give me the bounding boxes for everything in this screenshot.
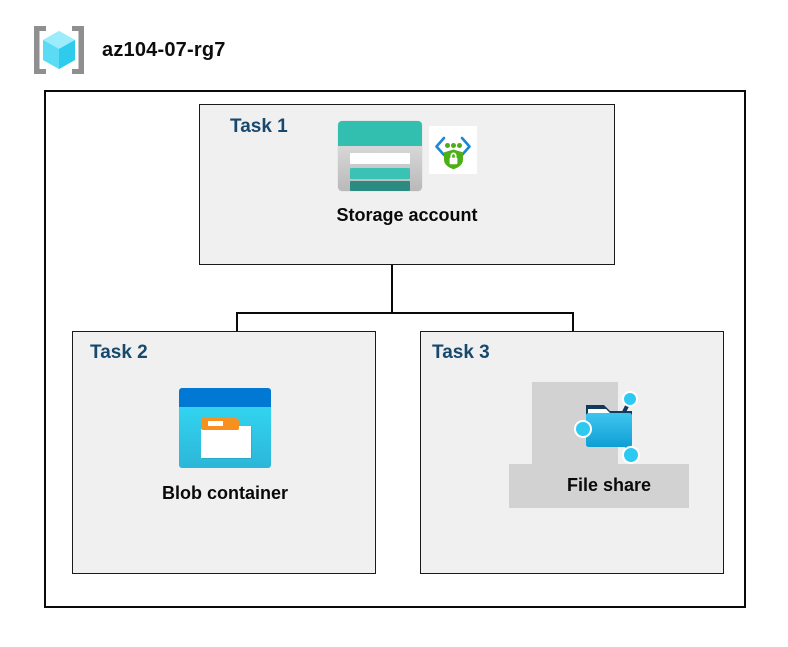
storage-account-caption: Storage account	[336, 205, 478, 225]
task-3-label: Task 3	[432, 342, 490, 363]
secure-endpoint-shield-icon	[428, 126, 477, 174]
resource-group-header: az104-07-rg7	[30, 24, 226, 76]
storage-account-icon	[337, 121, 422, 191]
connector-storage-to-bus	[391, 265, 393, 314]
blob-container-caption: Blob container	[161, 483, 288, 503]
node-blob-container[interactable]: Blob container	[123, 388, 327, 504]
node-file-share[interactable]: File share	[509, 382, 709, 496]
file-share-caption: File share	[566, 475, 652, 495]
resource-group-icon	[30, 24, 88, 76]
storage-account-icon-row	[337, 121, 477, 193]
task-1-box[interactable]: Task 1	[199, 104, 615, 265]
task-3-box[interactable]: Task 3	[420, 331, 724, 574]
node-storage-account[interactable]: Storage account	[297, 121, 517, 226]
resource-group-title: az104-07-rg7	[102, 38, 226, 61]
file-share-label-highlight	[509, 464, 689, 508]
task-2-label: Task 2	[90, 342, 148, 363]
task-2-box[interactable]: Task 2 Blob container	[72, 331, 376, 574]
file-share-icon	[566, 382, 652, 467]
connector-horizontal-bus	[236, 312, 574, 314]
blob-container-icon	[179, 388, 271, 468]
task-1-label: Task 1	[230, 116, 288, 137]
